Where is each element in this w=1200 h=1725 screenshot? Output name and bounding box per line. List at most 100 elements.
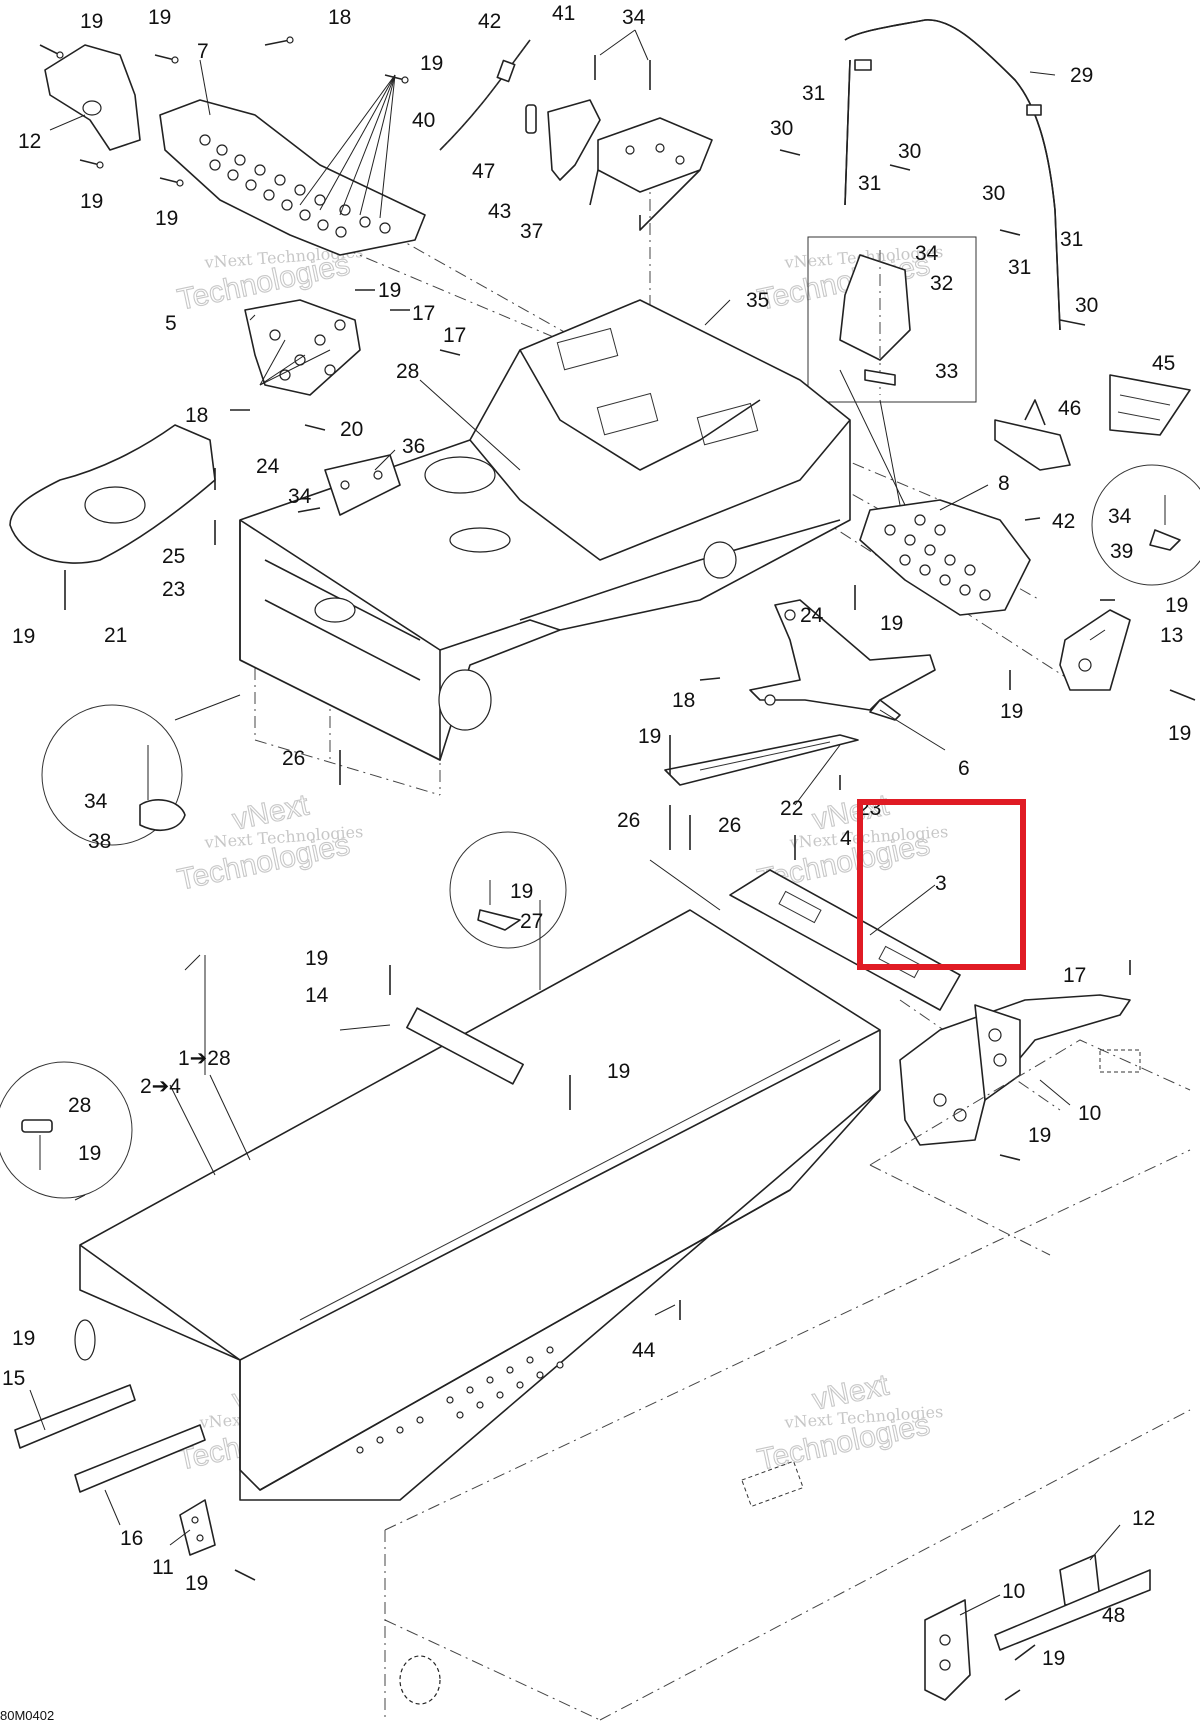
callout-25[interactable]: 25 <box>162 545 185 568</box>
callout-43[interactable]: 43 <box>488 200 511 223</box>
callout-19[interactable]: 19 <box>510 880 533 903</box>
callout-42[interactable]: 42 <box>1052 510 1075 533</box>
callout-11[interactable]: 11 <box>152 1556 174 1579</box>
callout-39[interactable]: 39 <box>1110 540 1133 563</box>
callout-48[interactable]: 48 <box>1102 1604 1125 1627</box>
callout-30[interactable]: 30 <box>982 182 1005 205</box>
callout-18[interactable]: 18 <box>328 6 351 29</box>
callout-21[interactable]: 21 <box>104 624 127 647</box>
foot-bracket-10 <box>899 994 1131 1146</box>
callout-34[interactable]: 34 <box>84 790 108 813</box>
callout-2-to-4[interactable]: 2➔4 <box>140 1075 181 1098</box>
rivet-fasteners <box>39 36 1196 1701</box>
callout-13[interactable]: 13 <box>1160 624 1183 647</box>
reinforcement-12 <box>994 1554 1151 1651</box>
callout-19[interactable]: 19 <box>12 1327 35 1350</box>
callout-19[interactable]: 19 <box>80 190 103 213</box>
callout-19[interactable]: 19 <box>185 1572 208 1595</box>
callout-24[interactable]: 24 <box>800 604 824 627</box>
cable-conduit-40 <box>439 39 601 181</box>
callout-17[interactable]: 17 <box>1063 964 1086 987</box>
callout-10[interactable]: 10 <box>1002 1580 1025 1603</box>
callout-26[interactable]: 26 <box>617 809 640 832</box>
callout-17[interactable]: 17 <box>443 324 466 347</box>
callout-19[interactable]: 19 <box>80 10 103 33</box>
callout-34[interactable]: 34 <box>288 485 312 508</box>
foot-bracket-10-lower <box>924 1599 971 1701</box>
callout-12[interactable]: 12 <box>1132 1507 1155 1530</box>
callout-30[interactable]: 30 <box>898 140 921 163</box>
callout-34[interactable]: 34 <box>1108 505 1132 528</box>
callout-35[interactable]: 35 <box>746 289 769 312</box>
callout-33[interactable]: 33 <box>935 360 958 383</box>
callout-44[interactable]: 44 <box>632 1339 656 1362</box>
callout-19[interactable]: 19 <box>78 1142 101 1165</box>
callout-14[interactable]: 14 <box>305 984 329 1007</box>
callout-38[interactable]: 38 <box>88 830 111 853</box>
callout-19[interactable]: 19 <box>155 207 178 230</box>
detail-inset-39 <box>1091 464 1200 586</box>
callout-19[interactable]: 19 <box>1165 594 1188 617</box>
callout-1-to-28[interactable]: 1➔28 <box>178 1047 231 1070</box>
callout-6[interactable]: 6 <box>958 757 970 780</box>
callout-30[interactable]: 30 <box>1075 294 1098 317</box>
callout-19[interactable]: 19 <box>607 1060 630 1083</box>
foot-rest-bracket-8 <box>859 499 1031 616</box>
callout-31[interactable]: 31 <box>1008 256 1031 279</box>
callout-26[interactable]: 26 <box>718 814 741 837</box>
callout-41[interactable]: 41 <box>552 2 575 25</box>
callout-45[interactable]: 45 <box>1152 352 1175 375</box>
callout-40[interactable]: 40 <box>412 109 435 132</box>
callout-29[interactable]: 29 <box>1070 64 1093 87</box>
leader-lines <box>29 29 1121 1616</box>
callout-31[interactable]: 31 <box>858 172 881 195</box>
rear-tunnel-outline <box>384 1039 1191 1721</box>
callout-18[interactable]: 18 <box>672 689 695 712</box>
callout-19[interactable]: 19 <box>420 52 443 75</box>
callout-20[interactable]: 20 <box>340 418 363 441</box>
callout-37[interactable]: 37 <box>520 220 543 243</box>
callout-19[interactable]: 19 <box>378 279 401 302</box>
callout-18[interactable]: 18 <box>185 404 208 427</box>
callout-23[interactable]: 23 <box>162 578 185 601</box>
callout-30[interactable]: 30 <box>770 117 793 140</box>
callout-34[interactable]: 34 <box>622 6 646 29</box>
callout-17[interactable]: 17 <box>412 302 435 325</box>
callout-19[interactable]: 19 <box>1042 1647 1065 1670</box>
callout-16[interactable]: 16 <box>120 1527 143 1550</box>
callout-19[interactable]: 19 <box>305 947 328 970</box>
callout-36[interactable]: 36 <box>402 435 425 458</box>
clip-45 <box>1109 374 1191 436</box>
callout-19[interactable]: 19 <box>1000 700 1023 723</box>
callout-28[interactable]: 28 <box>68 1094 91 1117</box>
callout-19[interactable]: 19 <box>148 6 171 29</box>
callout-4[interactable]: 4 <box>840 827 852 850</box>
callout-19[interactable]: 19 <box>1168 722 1191 745</box>
callout-47[interactable]: 47 <box>472 160 495 183</box>
callout-31[interactable]: 31 <box>802 82 825 105</box>
detail-box <box>807 236 977 403</box>
callout-42[interactable]: 42 <box>478 10 501 33</box>
callout-8[interactable]: 8 <box>998 472 1010 495</box>
callout-32[interactable]: 32 <box>930 272 953 295</box>
callout-26[interactable]: 26 <box>282 747 305 770</box>
callout-12[interactable]: 12 <box>18 130 41 153</box>
callout-19[interactable]: 19 <box>880 612 903 635</box>
callout-22[interactable]: 22 <box>780 797 803 820</box>
callout-31[interactable]: 31 <box>1060 228 1083 251</box>
callout-10[interactable]: 10 <box>1078 1102 1101 1125</box>
callout-19[interactable]: 19 <box>12 625 35 648</box>
callout-19[interactable]: 19 <box>1028 1124 1051 1147</box>
callout-3[interactable]: 3 <box>935 872 947 895</box>
callout-15[interactable]: 15 <box>2 1367 25 1390</box>
callout-27[interactable]: 27 <box>520 910 543 933</box>
callout-34[interactable]: 34 <box>915 242 939 265</box>
callout-28[interactable]: 28 <box>396 360 419 383</box>
callout-5[interactable]: 5 <box>165 312 177 335</box>
callout-46[interactable]: 46 <box>1058 397 1081 420</box>
callout-24[interactable]: 24 <box>256 455 280 478</box>
callout-19[interactable]: 19 <box>638 725 661 748</box>
steering-support-29 <box>844 19 1061 331</box>
callout-7[interactable]: 7 <box>197 40 209 63</box>
